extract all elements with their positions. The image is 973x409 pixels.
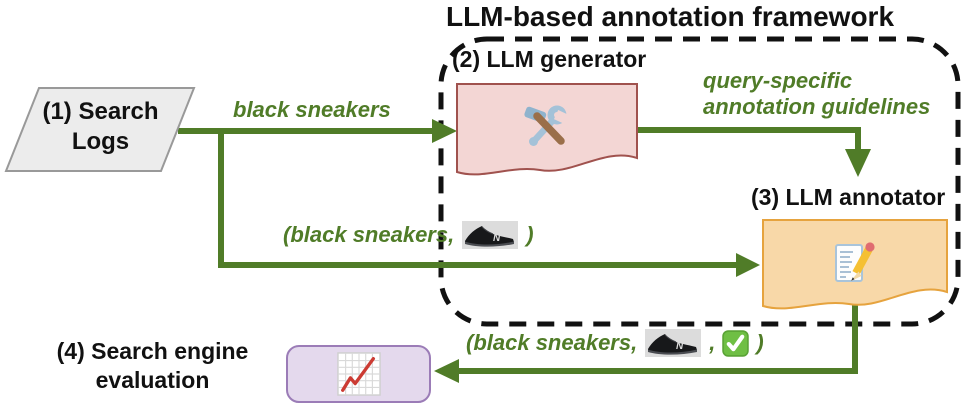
black-sneaker-image: N — [645, 329, 702, 357]
edge-pair-arrow-line — [218, 131, 737, 268]
parallelogram-shape — [4, 87, 196, 172]
annotator-node — [762, 219, 948, 314]
edge-result-label-suffix: ) — [756, 330, 764, 356]
memo-pencil-icon — [835, 242, 875, 282]
edge-guidelines-label-line1: query-specific — [703, 68, 853, 93]
edge-result-label-mid: , — [709, 330, 716, 356]
edge-result-label-prefix: (black sneakers, — [466, 330, 638, 356]
edge-result-label: (black sneakers, N , ) — [466, 329, 764, 357]
sneaker-logo-letter: N — [493, 233, 501, 244]
search-logs-label-line1: (1) Search — [42, 98, 159, 125]
edge-guidelines-arrow-line — [637, 127, 861, 151]
sneaker-logo-letter: N — [676, 341, 684, 352]
framework-title: LLM-based annotation framework — [445, 1, 895, 32]
evaluation-label-line2: evaluation — [95, 366, 210, 393]
edge-query-label: black sneakers — [233, 97, 391, 122]
framework-dashed-border — [438, 36, 961, 327]
edge-result-arrow-head — [434, 359, 459, 383]
generator-node — [456, 83, 638, 180]
edge-query-arrow-head — [432, 119, 457, 143]
evaluation-label-line1: (4) Search engine — [56, 338, 249, 364]
hammer-and-wrench-icon — [524, 105, 574, 146]
black-sneaker-image: N — [462, 221, 519, 249]
edge-pair-label: (black sneakers, N ) — [283, 221, 534, 249]
annotator-label: (3) LLM annotator — [751, 184, 946, 210]
edge-result-arrow-line — [458, 301, 858, 374]
check-mark-icon — [722, 329, 750, 357]
edge-guidelines-arrow-head — [845, 149, 871, 177]
generator-label: (2) LLM generator — [452, 46, 647, 72]
edge-guidelines-label-line2: annotation guidelines — [703, 93, 931, 119]
edge-guidelines-label: query-specific annotation guidelines — [703, 68, 930, 120]
evaluation-node — [286, 345, 431, 403]
edge-pair-arrow-head — [736, 253, 760, 277]
search-logs-label: (1) Search Logs — [13, 97, 188, 157]
search-logs-node: (1) Search Logs — [4, 87, 196, 172]
search-logs-label-line2: Logs — [71, 128, 130, 155]
evaluation-label: (4) Search engine evaluation — [30, 337, 275, 395]
edge-pair-label-suffix: ) — [526, 222, 534, 248]
edge-pair-label-prefix: (black sneakers, — [283, 222, 455, 248]
chart-increasing-icon — [337, 352, 381, 396]
